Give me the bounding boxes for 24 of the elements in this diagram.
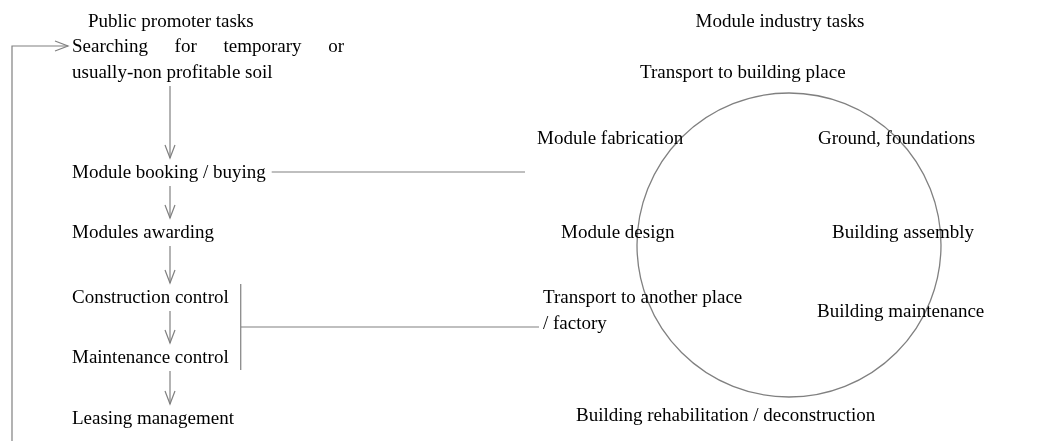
ring-task-label: Module design [561, 219, 675, 245]
task-label: Module booking / buying [72, 159, 266, 185]
arrow [164, 185, 176, 219]
column-heading: Public promoter tasks [88, 9, 254, 33]
arrow [11, 40, 69, 441]
ring-task-label: Building rehabilitation / deconstruction [576, 402, 876, 428]
arrow [164, 370, 176, 405]
task-label: Modules awarding [72, 219, 214, 245]
ring-task-label: Ground, foundations [818, 125, 976, 151]
bracket-connector [240, 283, 540, 371]
task-label: Maintenance control [72, 344, 229, 370]
ring-task-label: Transport to another place / factory [543, 284, 743, 336]
ring-task-label: Building maintenance [817, 298, 985, 324]
ring-task-label: Building assembly [832, 219, 974, 245]
task-label: Leasing management [72, 405, 234, 431]
connector-line [271, 171, 526, 173]
column-heading: Module industry tasks [695, 9, 865, 33]
arrow [164, 310, 176, 344]
arrow [164, 85, 176, 159]
ring-task-label: Transport to building place [640, 59, 846, 85]
task-label: Searching for temporary or usually-non profitable soil [72, 33, 344, 85]
arrow [164, 245, 176, 284]
ring-task-label: Module fabrication [537, 125, 684, 151]
task-label: Construction control [72, 284, 229, 310]
